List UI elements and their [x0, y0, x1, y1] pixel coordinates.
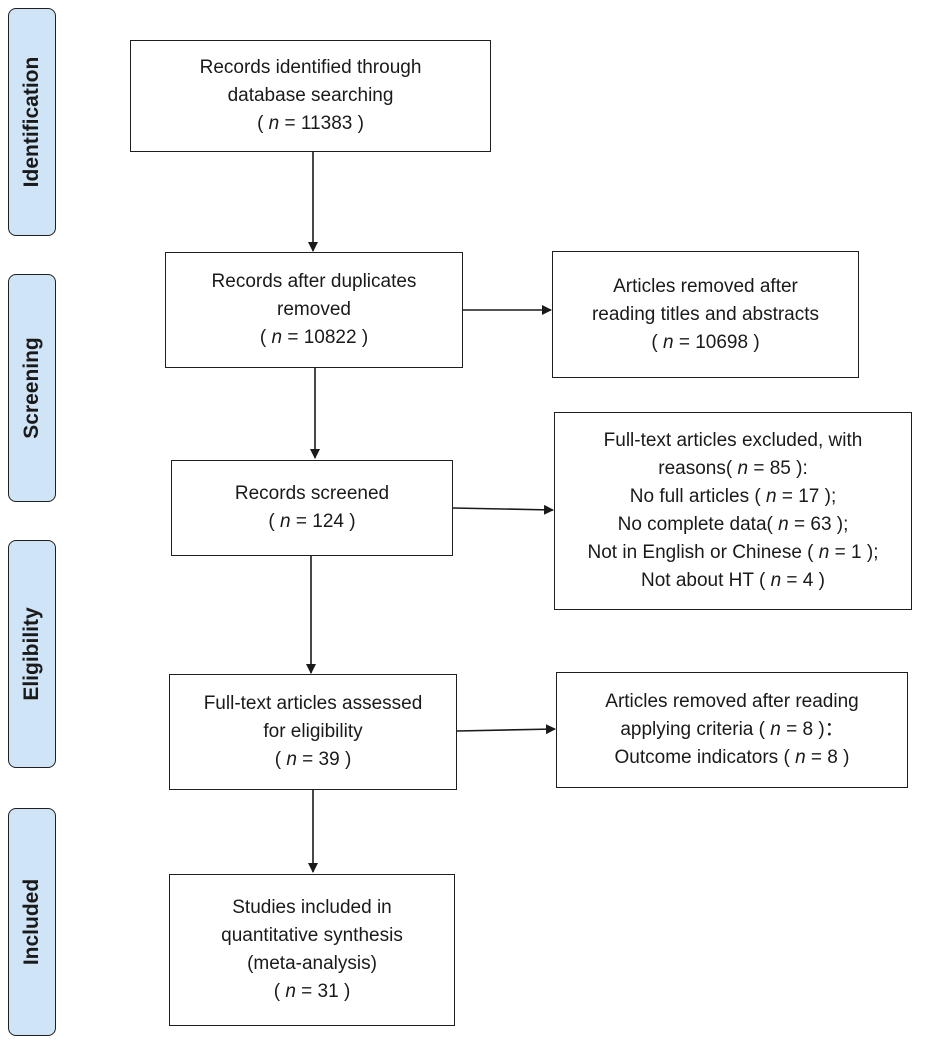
box-removed-criteria-line2: applying criteria ( n = 8 )： [620, 719, 844, 740]
box-removed-criteria-line3: Outcome indicators ( n = 8 ) [614, 747, 850, 768]
arrow-screened-to-excluded [452, 504, 554, 515]
box-articles-removed-titles: Articles removed after reading titles an… [552, 251, 859, 378]
box-articles-removed-criteria: Articles removed after reading applying … [556, 672, 908, 788]
box-excluded-line2: reasons( n = 85 ): [658, 458, 808, 479]
stage-eligibility: Eligibility [8, 540, 56, 768]
box-excluded-line4: No complete data( n = 63 ); [617, 514, 849, 535]
box-removed-titles-count: ( n = 10698 ) [651, 331, 760, 353]
box-included-line3: (meta-analysis) [247, 953, 377, 974]
box-assessed-line2: for eligibility [263, 721, 363, 742]
box-records-identified-line1: Records identified through [199, 57, 422, 78]
box-studies-included: Studies included in quantitative synthes… [169, 874, 455, 1026]
box-records-identified: Records identified through database sear… [130, 40, 491, 152]
box-records-after-duplicates: Records after duplicates removed ( n = 1… [165, 252, 463, 368]
box-removed-titles-line2: reading titles and abstracts [591, 303, 820, 325]
box-duplicates-line1: Records after duplicates [211, 271, 417, 292]
box-excluded-line5: Not in English or Chinese ( n = 1 ); [587, 542, 879, 563]
arrow-assessed-to-removed-criteria [456, 724, 556, 735]
box-assessed-count: ( n = 39 ) [274, 749, 352, 770]
box-records-screened: Records screened ( n = 124 ) [171, 460, 453, 556]
box-assessed-line1: Full-text articles assessed [203, 693, 423, 714]
stage-screening: Screening [8, 274, 56, 502]
box-duplicates-line2: removed [277, 299, 351, 320]
box-screened-line1: Records screened [234, 483, 390, 504]
box-included-count: ( n = 31 ) [273, 981, 351, 1002]
box-records-identified-count: ( n = 11383 ) [257, 113, 364, 134]
box-included-line2: quantitative synthesis [221, 925, 403, 946]
box-removed-criteria-line1: Articles removed after reading [605, 691, 859, 712]
box-full-text-assessed: Full-text articles assessed for eligibil… [169, 674, 457, 790]
box-full-text-excluded: Full-text articles excluded, with reason… [554, 412, 912, 610]
box-records-identified-line2: database searching [227, 85, 394, 106]
box-screened-count: ( n = 124 ) [268, 511, 356, 532]
stage-identification: Identification [8, 8, 56, 236]
box-excluded-line6: Not about HT ( n = 4 ) [641, 570, 825, 591]
box-excluded-line1: Full-text articles excluded, with [603, 430, 863, 451]
stage-included: Included [8, 808, 56, 1036]
box-duplicates-count: ( n = 10822 ) [259, 327, 369, 348]
box-removed-titles-line1: Articles removed after [613, 275, 798, 297]
box-included-line1: Studies included in [232, 897, 392, 918]
box-excluded-line3: No full articles ( n = 17 ); [629, 486, 837, 507]
